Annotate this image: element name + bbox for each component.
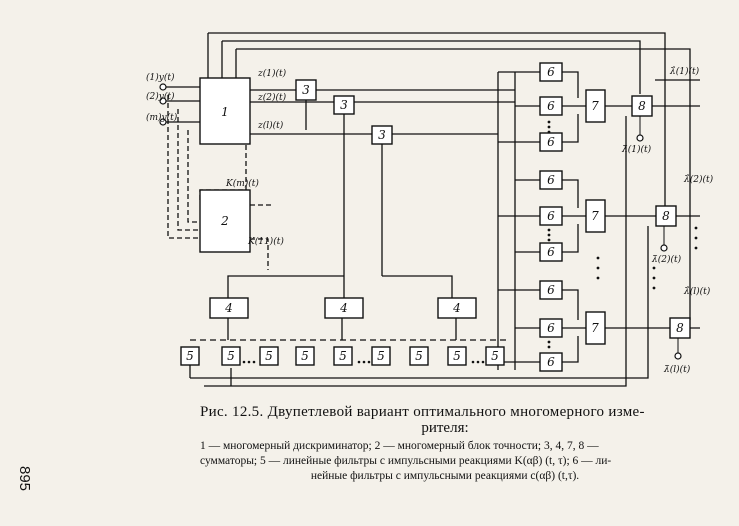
block-3a bbox=[295, 79, 317, 101]
block-8a bbox=[631, 95, 653, 117]
figure-caption: Рис. 12.5. Двупетлевой вариант оптимальн… bbox=[200, 404, 690, 484]
label-filter-6: 6 bbox=[547, 209, 555, 223]
label-block-2: 2 bbox=[220, 214, 229, 228]
label-filter-5: 5 bbox=[265, 349, 273, 363]
caption-title: Рис. 12.5. Двупетлевой вариант оптимальн… bbox=[200, 404, 645, 420]
caption-title-cont: рителя: bbox=[421, 420, 469, 436]
block-7a bbox=[585, 89, 606, 123]
feedback-bus-1 bbox=[208, 32, 666, 212]
block-diagram: 1 2 3 3 3 4 4 4 5 5 5 5 5 5 5 5 5 6 6 6 … bbox=[146, 32, 714, 387]
signal-z1: z(1)(t) bbox=[257, 68, 287, 79]
block-4a bbox=[209, 297, 249, 319]
label-filter-5: 5 bbox=[186, 349, 194, 363]
input-y1: (1)y(t) bbox=[146, 72, 175, 83]
label-block-7a: 7 bbox=[591, 99, 599, 113]
label-filter-6: 6 bbox=[547, 321, 555, 335]
signal-zl: z(l)(t) bbox=[257, 120, 284, 131]
input-y2: (2)y(t) bbox=[146, 91, 175, 102]
block-4b bbox=[324, 297, 364, 319]
block-3c bbox=[371, 125, 393, 145]
block-3b bbox=[333, 95, 355, 115]
output-lambda2-hat: λ̂(2)(t) bbox=[683, 174, 714, 185]
label-block-4c: 4 bbox=[452, 301, 461, 315]
label-block-8b: 8 bbox=[662, 209, 670, 223]
label-block-4a: 4 bbox=[224, 301, 233, 315]
label-filter-5: 5 bbox=[301, 349, 309, 363]
label-block-3a: 3 bbox=[302, 83, 310, 97]
label-filter-6: 6 bbox=[547, 65, 555, 79]
label-block-4b: 4 bbox=[339, 301, 348, 315]
block-4c bbox=[437, 297, 477, 319]
block-8c bbox=[669, 317, 691, 339]
block-7b bbox=[585, 199, 606, 233]
label-filter-5: 5 bbox=[227, 349, 235, 363]
label-block-8a: 8 bbox=[638, 99, 646, 113]
label-block-3b: 3 bbox=[340, 98, 348, 112]
output-lambda1-hat: λ̂(1)(t) bbox=[669, 66, 700, 77]
page-number: 895 bbox=[16, 465, 34, 492]
label-filter-5: 5 bbox=[339, 349, 347, 363]
input-lambda1-bar: λ̄(1)(t) bbox=[621, 144, 652, 155]
feedback-bus-2 bbox=[222, 40, 641, 94]
label-block-7b: 7 bbox=[591, 209, 599, 223]
label-filter-6: 6 bbox=[547, 283, 555, 297]
feedback-bus-3 bbox=[236, 48, 691, 320]
input-lambda2-bar: λ̄(2)(t) bbox=[651, 254, 682, 265]
block-8b bbox=[655, 205, 677, 227]
block-7c bbox=[585, 311, 606, 345]
caption-line-2: сумматоры; 5 — линейные фильтры с импуль… bbox=[200, 455, 612, 467]
input-ym: (m)y(t) bbox=[146, 112, 178, 123]
signal-Km: K(m)(t) bbox=[225, 178, 259, 189]
label-block-3c: 3 bbox=[378, 128, 386, 142]
caption-line-3: нейные фильтры с импульсными реакциями c… bbox=[310, 470, 580, 482]
label-filter-6: 6 bbox=[547, 99, 555, 113]
input-lambdal-bar: λ̄(l)(t) bbox=[663, 364, 691, 375]
signal-z2: z(2)(t) bbox=[257, 92, 287, 103]
filters-6 bbox=[539, 62, 563, 372]
output-lambdal-hat: λ̂(l)(t) bbox=[683, 286, 711, 297]
signal-K11: K(11)(t) bbox=[247, 236, 284, 247]
block-2 bbox=[199, 189, 251, 253]
label-block-7c: 7 bbox=[591, 321, 599, 335]
block-1 bbox=[199, 77, 251, 145]
label-filter-5: 5 bbox=[415, 349, 423, 363]
label-block-8c: 8 bbox=[676, 321, 684, 335]
label-block-1: 1 bbox=[221, 105, 229, 119]
filters-5 bbox=[180, 346, 505, 366]
caption-line-1: 1 — многомерный дискриминатор; 2 — много… bbox=[200, 440, 599, 452]
label-filter-6: 6 bbox=[547, 173, 555, 187]
label-filter-6: 6 bbox=[547, 355, 555, 369]
label-filter-6: 6 bbox=[547, 245, 555, 259]
label-filter-6: 6 bbox=[547, 135, 555, 149]
label-filter-5: 5 bbox=[491, 349, 499, 363]
label-filter-5: 5 bbox=[377, 349, 385, 363]
label-filter-5: 5 bbox=[453, 349, 461, 363]
